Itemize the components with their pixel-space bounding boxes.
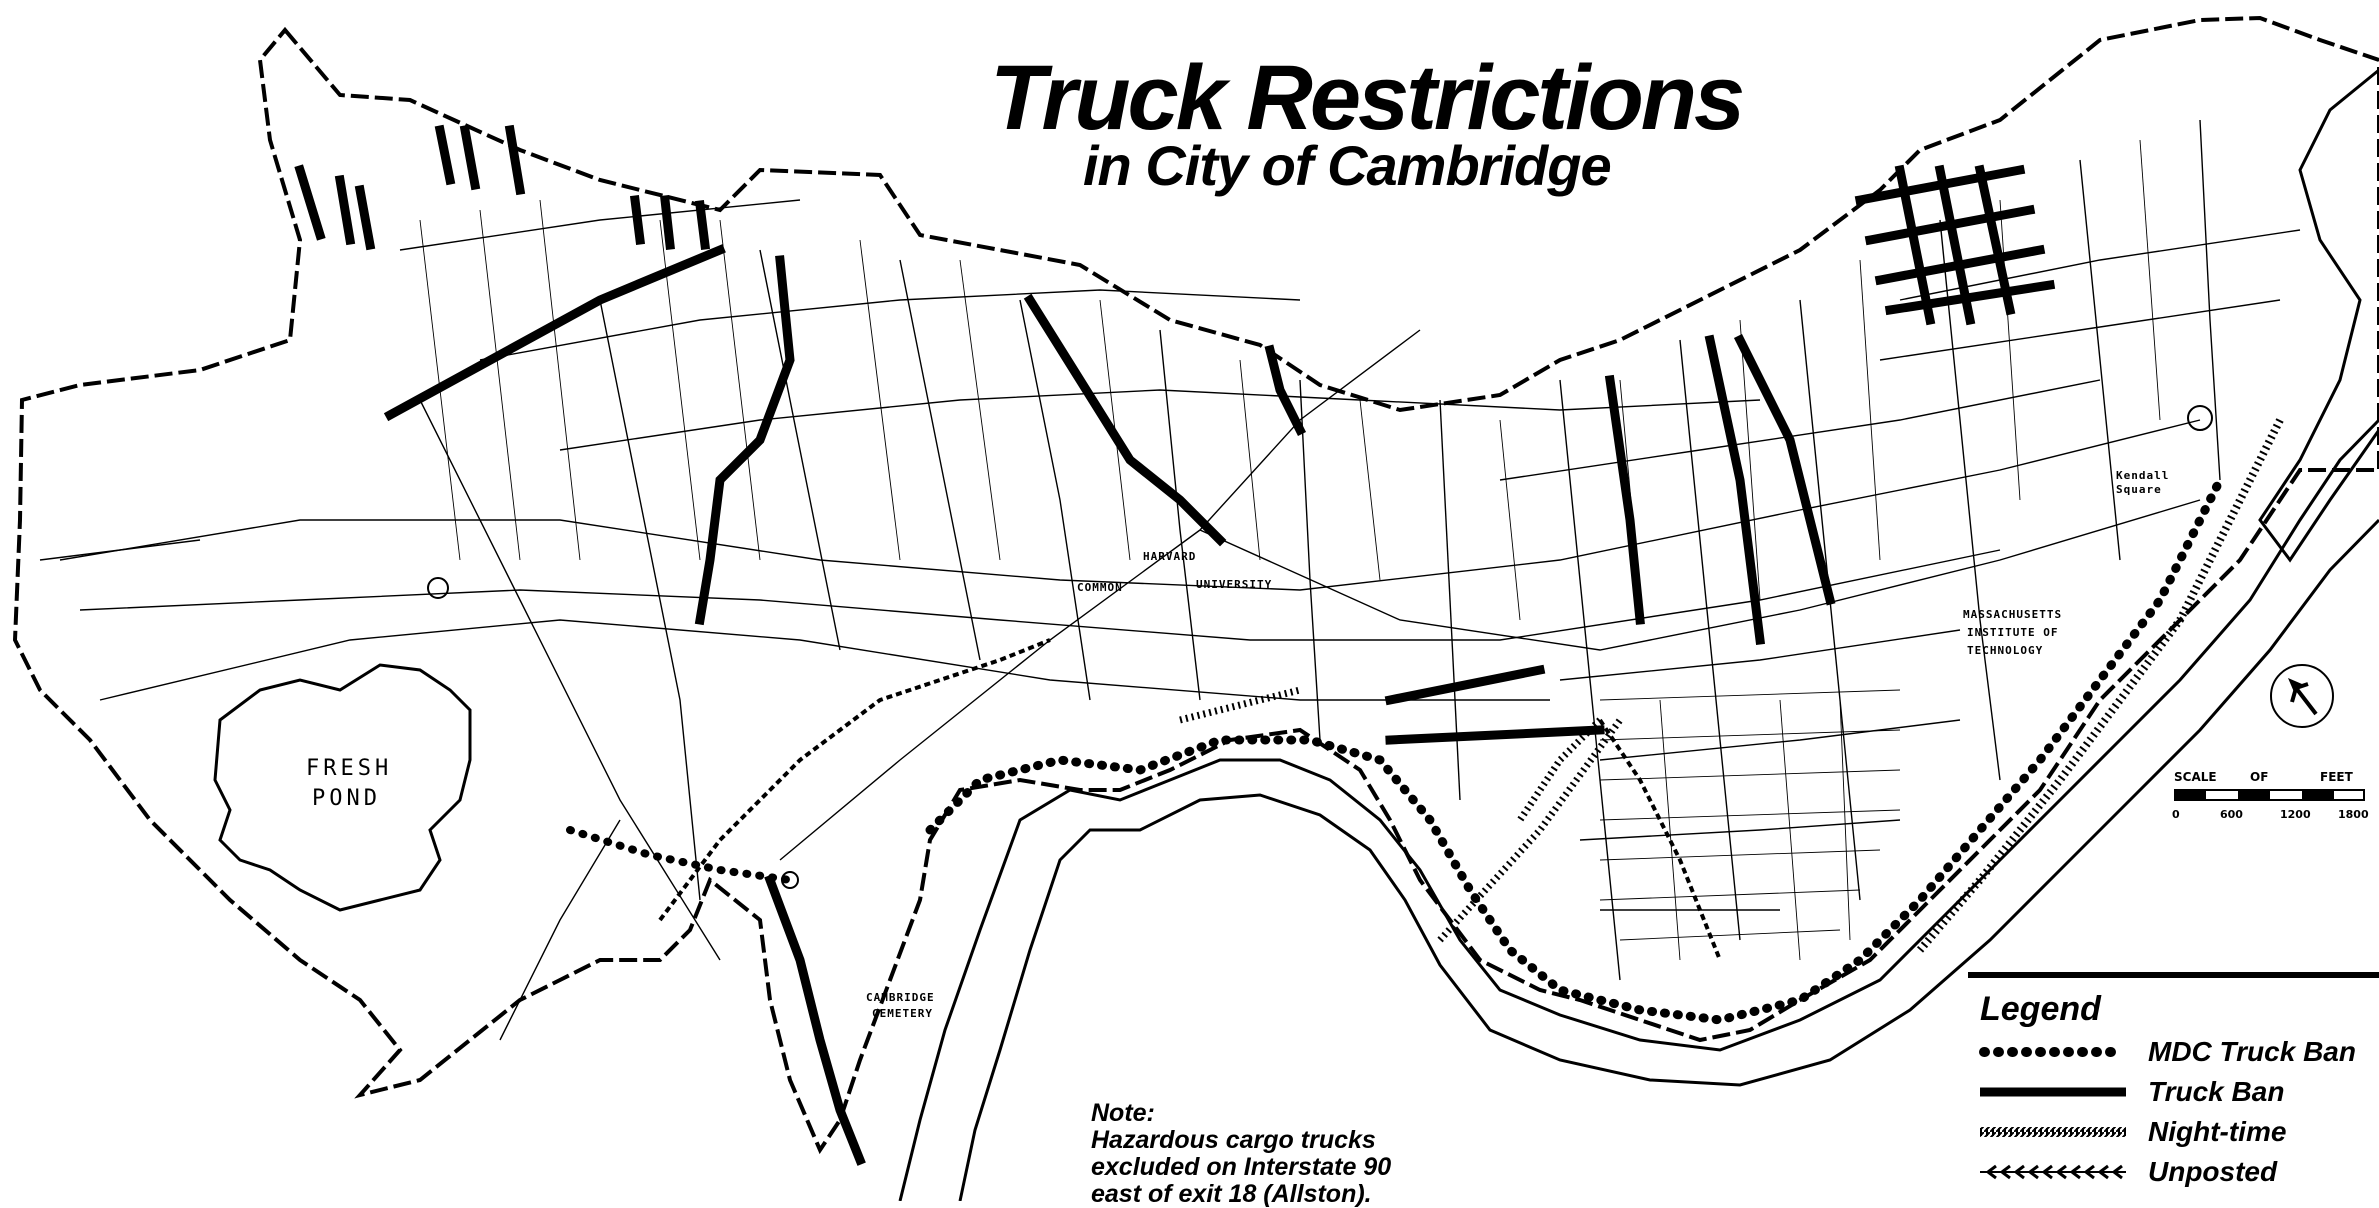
scale-tick: 0: [2172, 808, 2180, 821]
note-line: east of exit 18 (Allston).: [1091, 1180, 1372, 1208]
arrow-line-icon: [1980, 1164, 2126, 1180]
north-arrow-icon: [2270, 664, 2334, 728]
night-time-routes: [1179, 418, 2284, 953]
place-label-mit: TECHNOLOGY: [1967, 644, 2044, 657]
legend-label: MDC Truck Ban: [2148, 1036, 2356, 1067]
legend-title: Legend: [1980, 990, 2101, 1028]
scale-tick: 1800: [2338, 808, 2369, 821]
place-label-university: UNIVERSITY: [1196, 578, 1273, 591]
map-subtitle: in City of Cambridge: [1083, 134, 1612, 197]
legend-item-night-time: Night-time: [1978, 1116, 2378, 1148]
fresh-pond-shoreline: [213, 663, 472, 912]
note-heading: Note:: [1091, 1099, 1155, 1127]
place-label-fresh-pond: POND: [312, 786, 381, 811]
place-label-fresh-pond: FRESH: [306, 756, 393, 781]
street-grid-fine: [419, 139, 2161, 961]
hatched-line-icon: [1980, 1127, 2126, 1137]
place-label-cemetery: CAMBRIDGE: [866, 991, 935, 1004]
charles-river-south-bank: [958, 518, 2379, 1201]
city-boundary: [12, 15, 2379, 1155]
mdc-truck-ban-routes: [566, 475, 2225, 1025]
place-label-harvard: HARVARD: [1143, 550, 1197, 563]
truck-ban-routes: [294, 124, 2056, 1166]
legend: Legend MDC Truck Ban Truck Ban Night-tim…: [1968, 972, 2379, 1207]
legend-item-unposted: Unposted: [1978, 1156, 2378, 1188]
place-label-mit: MASSACHUSETTS: [1963, 608, 2063, 621]
rotary-marker: [427, 577, 449, 599]
place-label-mit: INSTITUTE OF: [1967, 626, 2059, 639]
note-line: excluded on Interstate 90: [1091, 1153, 1392, 1181]
place-label-kendall: Square: [2116, 483, 2162, 496]
scale-bar: SCALE OF FEET 0 600 1200 1800: [2170, 770, 2370, 821]
scale-label: SCALE: [2174, 770, 2217, 784]
map-title: Truck Restrictions: [990, 47, 1745, 149]
place-label-common: COMMON: [1077, 581, 1123, 594]
legend-label: Unposted: [2148, 1156, 2278, 1187]
place-label-kendall: Kendall: [2116, 469, 2170, 482]
hazardous-cargo-note: Note: Hazardous cargo trucks excluded on…: [1091, 1100, 1421, 1208]
place-label-cemetery: CEMETERY: [872, 1007, 933, 1020]
legend-label: Night-time: [2148, 1116, 2287, 1147]
note-line: Hazardous cargo trucks: [1091, 1126, 1376, 1154]
legend-item-truck-ban: Truck Ban: [1978, 1076, 2378, 1108]
scale-bar-graphic: [2174, 789, 2365, 801]
scale-label: FEET: [2320, 770, 2353, 784]
rotary-marker: [2187, 405, 2213, 431]
scale-tick: 600: [2220, 808, 2243, 821]
legend-label: Truck Ban: [2148, 1076, 2285, 1107]
scale-tick: 1200: [2280, 808, 2311, 821]
rotary-marker: [781, 871, 799, 889]
charles-river-east-bank: [2258, 68, 2379, 563]
legend-item-mdc-truck-ban: MDC Truck Ban: [1978, 1036, 2378, 1068]
scale-label: OF: [2250, 770, 2269, 784]
charles-river-north-bank: [898, 418, 2379, 1201]
thick-line-icon: [1980, 1087, 2126, 1097]
dotted-line-icon: [1979, 1047, 2128, 1057]
unposted-routes: [658, 638, 1722, 961]
